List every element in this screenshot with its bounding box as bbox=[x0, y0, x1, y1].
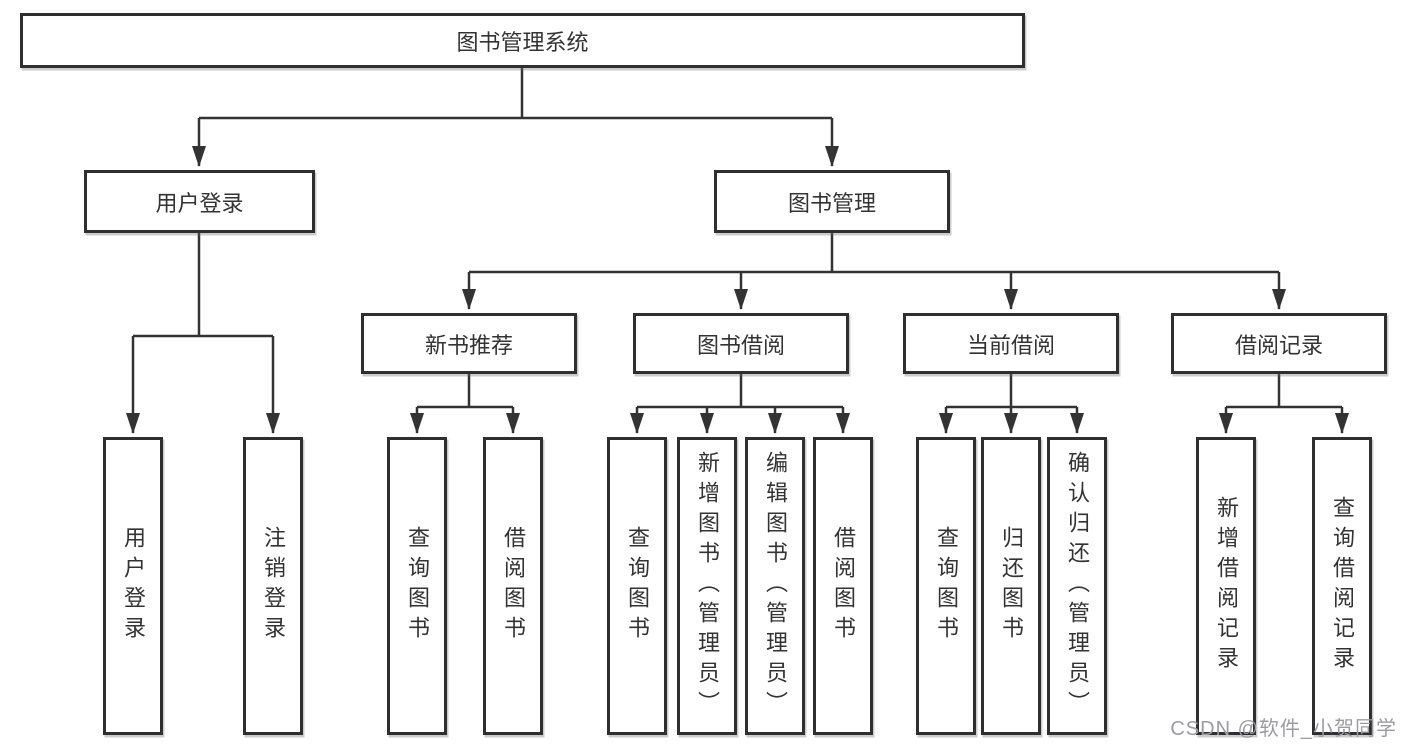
leaf-borrow-book-1: 借阅图书 bbox=[483, 437, 543, 735]
leaf-return-book: 归还图书 bbox=[981, 437, 1041, 735]
node-borrow-record: 借阅记录 bbox=[1171, 313, 1387, 374]
node-book-management: 图书管理 bbox=[714, 170, 950, 233]
connector-new-book-split bbox=[417, 374, 513, 409]
connector-user-login-split bbox=[133, 233, 273, 338]
leaf-logout: 注销登录 bbox=[243, 437, 303, 735]
leaf-query-book-1: 查询图书 bbox=[387, 437, 447, 735]
node-root: 图书管理系统 bbox=[20, 13, 1025, 68]
leaf-edit-book-admin: 编辑图书（管理员） bbox=[745, 437, 805, 735]
leaf-add-borrow-record: 新增借阅记录 bbox=[1196, 437, 1256, 735]
leaf-query-borrow-record: 查询借阅记录 bbox=[1312, 437, 1372, 735]
connector-current-borrow-split bbox=[946, 374, 1077, 409]
connector-book-management-split bbox=[469, 233, 1279, 274]
node-new-book-recommend: 新书推荐 bbox=[361, 313, 577, 374]
leaf-borrow-book-2: 借阅图书 bbox=[813, 437, 873, 735]
connector-book-borrow-split bbox=[637, 374, 843, 409]
leaf-user-login: 用户登录 bbox=[103, 437, 163, 735]
node-user-login: 用户登录 bbox=[84, 170, 315, 233]
connector-root-split bbox=[199, 68, 832, 120]
node-current-borrow: 当前借阅 bbox=[903, 313, 1119, 374]
leaf-add-book-admin: 新增图书（管理员） bbox=[677, 437, 737, 735]
node-book-borrow: 图书借阅 bbox=[633, 313, 849, 374]
leaf-query-book-2: 查询图书 bbox=[607, 437, 667, 735]
connector-borrow-record-split bbox=[1226, 374, 1342, 409]
leaf-confirm-return-admin: 确认归还（管理员） bbox=[1047, 437, 1107, 735]
watermark: CSDN @软件_小贺同学 bbox=[1170, 718, 1397, 740]
leaf-query-book-3: 查询图书 bbox=[916, 437, 976, 735]
